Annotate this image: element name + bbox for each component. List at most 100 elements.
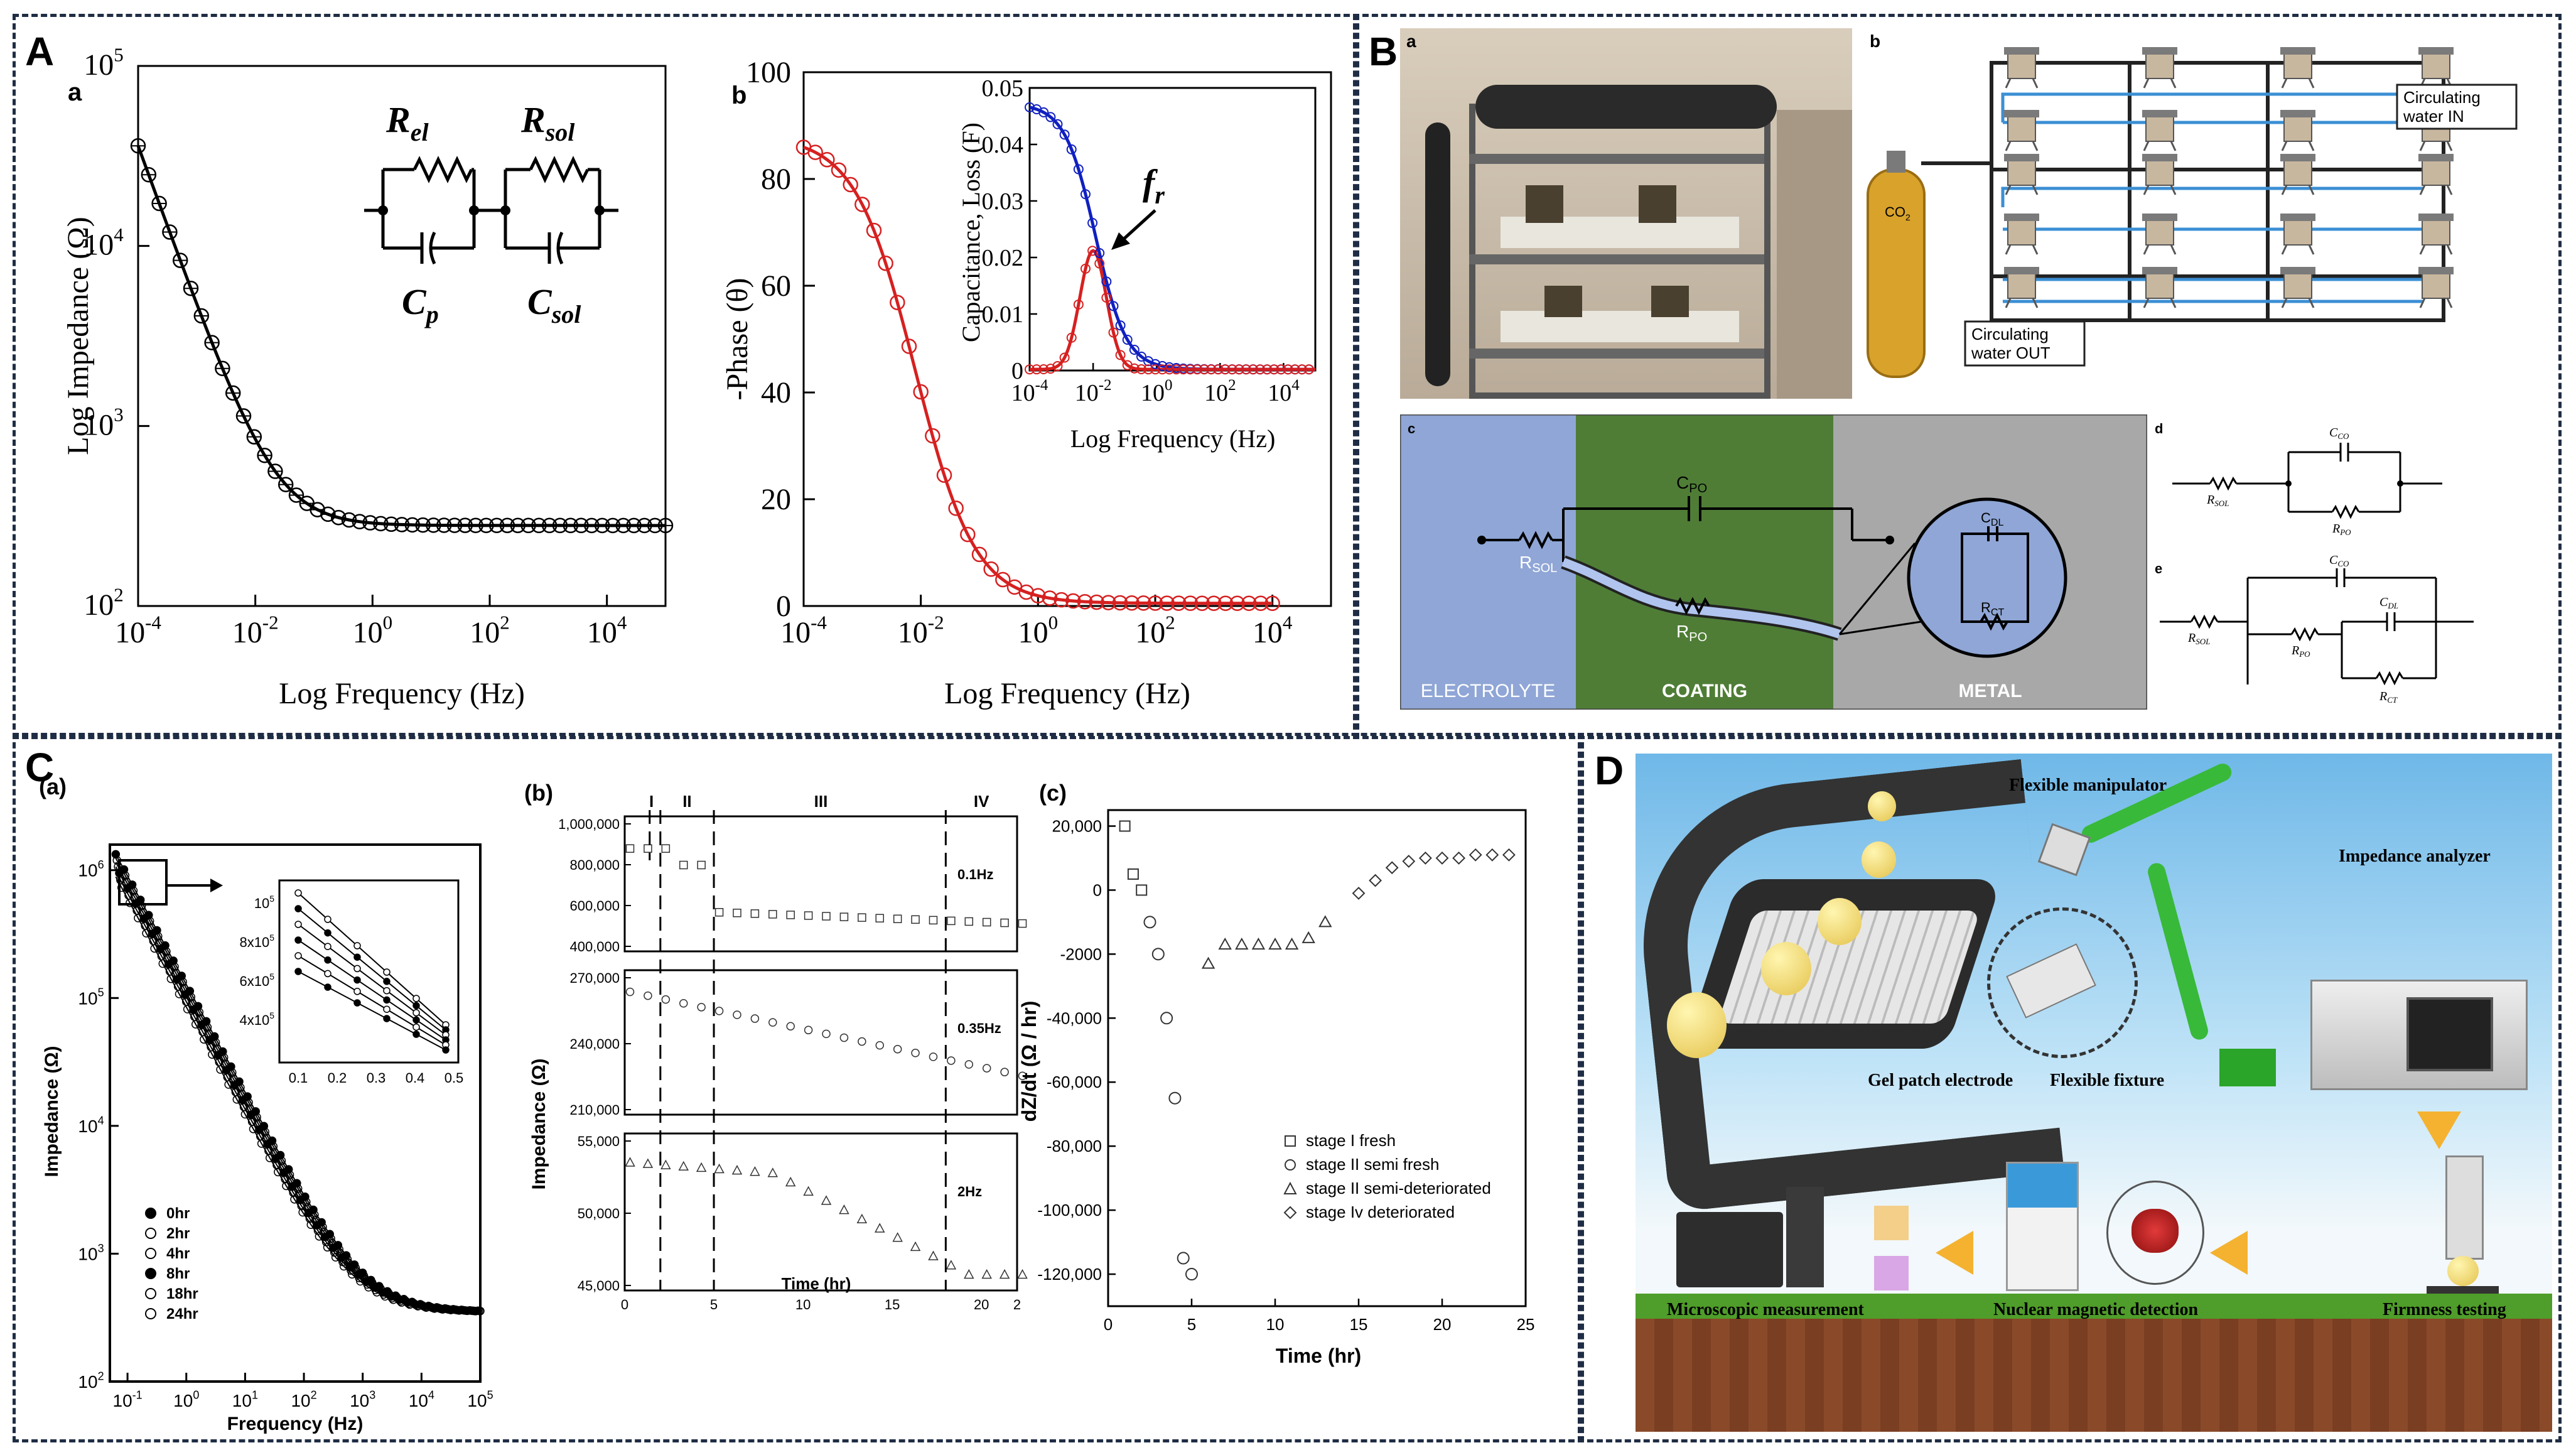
c-plot-b-xtick: 2 [1013,1297,1021,1312]
phase-marker [1065,593,1081,609]
c-plot-b-point [947,1056,956,1065]
c-plot-b-point [625,1157,635,1167]
reactor-icon [2280,154,2315,195]
c-impedance-marker [257,1139,266,1148]
loss-marker [1234,364,1244,375]
c-impedance-marker [282,1181,291,1191]
reactor-icon [2280,110,2315,151]
c-impedance-marker [249,1125,258,1133]
layer-electrolyte: ELECTROLYTE [1421,681,1556,701]
phase-marker [1194,595,1210,611]
c-plot-a-frame [109,843,482,1383]
c-inset-marker [353,999,361,1007]
c-plot-b-point [911,1049,920,1057]
inset-xlabel: Log Frequency (Hz) [1070,425,1276,453]
c-impedance-line [115,876,481,1312]
c-legend-marker [145,1228,156,1239]
pear-2 [1761,942,1811,995]
c-impedance-marker [438,1305,447,1314]
c-inset-marker [412,1030,420,1038]
c-impedance-marker [224,1080,233,1089]
c-inset-marker [412,995,420,1002]
c-plot-c-point [1119,820,1131,832]
c-inset-marker [412,1002,420,1010]
phase-marker [1159,595,1175,611]
e-label-cdl: CDL [2379,595,2398,610]
phase-marker [807,144,823,160]
panel-label-c: C [25,745,55,790]
loss-marker [1087,246,1098,256]
c-plot-c-point [1502,848,1516,862]
reactor-icon [2418,47,2454,89]
c-impedance-marker [117,883,126,892]
c-inset-marker [383,1015,391,1022]
c-plot-b-xtick: 15 [885,1297,900,1312]
c-inset-line [298,892,446,1025]
c-plot-b-point [750,1014,760,1023]
plot-a-sublabel: a [68,78,82,106]
loss-marker [1199,364,1210,375]
capacitance-marker [1094,248,1105,259]
c-plot-c-legend-label: stage Iv deteriorated [1306,1203,1455,1221]
label-flexible-manipulator: Flexible manipulator [2009,776,2167,795]
c-inset-line [298,924,446,1036]
c-plot-b-point [858,1037,866,1046]
c-plot-b-point [697,1003,706,1012]
capacitance-marker [1136,351,1146,362]
coating-circuit-diagram: c ELECTROLYTE COATING METAL CPO RSOL RPO… [1400,414,2147,710]
phase-marker [843,176,858,193]
c-plot-b-point [893,1044,902,1054]
pear-3 [1818,898,1862,945]
photo-sublabel-c: c [1408,421,1415,436]
c-impedance-marker [158,959,168,968]
d-label-cco: CCO [2329,426,2349,441]
c-plot-b-point [1018,919,1027,928]
plot-b-xtick: 100 [1018,611,1059,649]
c-plot-a-ytick: 104 [78,1114,104,1136]
c-plot-b-point [822,1029,831,1039]
circuit-a-c1: Cp [402,281,439,328]
plot-b-ytick: 20 [761,483,791,516]
c-plot-a-sublabel: (a) [39,774,67,799]
c-plot-b-point [839,912,849,921]
photo-sublabel-b: b [1870,31,1880,51]
c-plot-b-point [767,1167,779,1177]
photo-sublabel-e: e [2155,561,2162,576]
phase-marker [913,384,929,400]
label-impedance-analyzer: Impedance analyzer [2339,846,2491,866]
c-plot-c-point [1127,868,1139,880]
plot-a-xtick: 104 [587,611,627,649]
c-plot-b-ytick: 45,000 [578,1278,620,1294]
c-plot-c-ytick: -60,000 [1047,1073,1102,1091]
pear-5 [1868,791,1896,821]
c-inset-marker [324,983,331,991]
loss-marker [1032,364,1042,375]
c-plot-c-point [1285,938,1299,950]
inset-ylabel: Capacitance, Loss (F) [957,122,985,342]
label-nmr-detection: Nuclear magnetic detection [1993,1300,2199,1319]
c-plot-c-point [1385,861,1399,875]
phase-marker [878,256,893,271]
c-plot-c-xlabel: Time (hr) [1276,1344,1361,1367]
c-plot-b-point [1000,1068,1009,1076]
capacitance-marker [1087,218,1098,229]
circuit-a-r1: Rel [385,99,429,146]
c-inset-marker [324,929,331,937]
c-impedance-marker [463,1306,472,1316]
loss-marker [1283,364,1293,375]
c-plot-c-point [1177,1252,1190,1265]
c-legend-marker [145,1248,156,1259]
loss-marker [1227,364,1237,375]
fr-arrowhead [1111,232,1130,250]
panel-label-d: D [1595,748,1624,793]
plot-b-ytick: 100 [746,56,791,89]
plot-b-ytick: 60 [761,269,791,303]
c-plot-b-point [731,1165,743,1175]
capacitance-marker [1038,107,1049,117]
capacitance-marker [1108,301,1119,311]
c-impedance-marker [389,1295,398,1304]
c-plot-a-xtick: 102 [291,1388,316,1410]
phase-marker [1112,595,1128,611]
